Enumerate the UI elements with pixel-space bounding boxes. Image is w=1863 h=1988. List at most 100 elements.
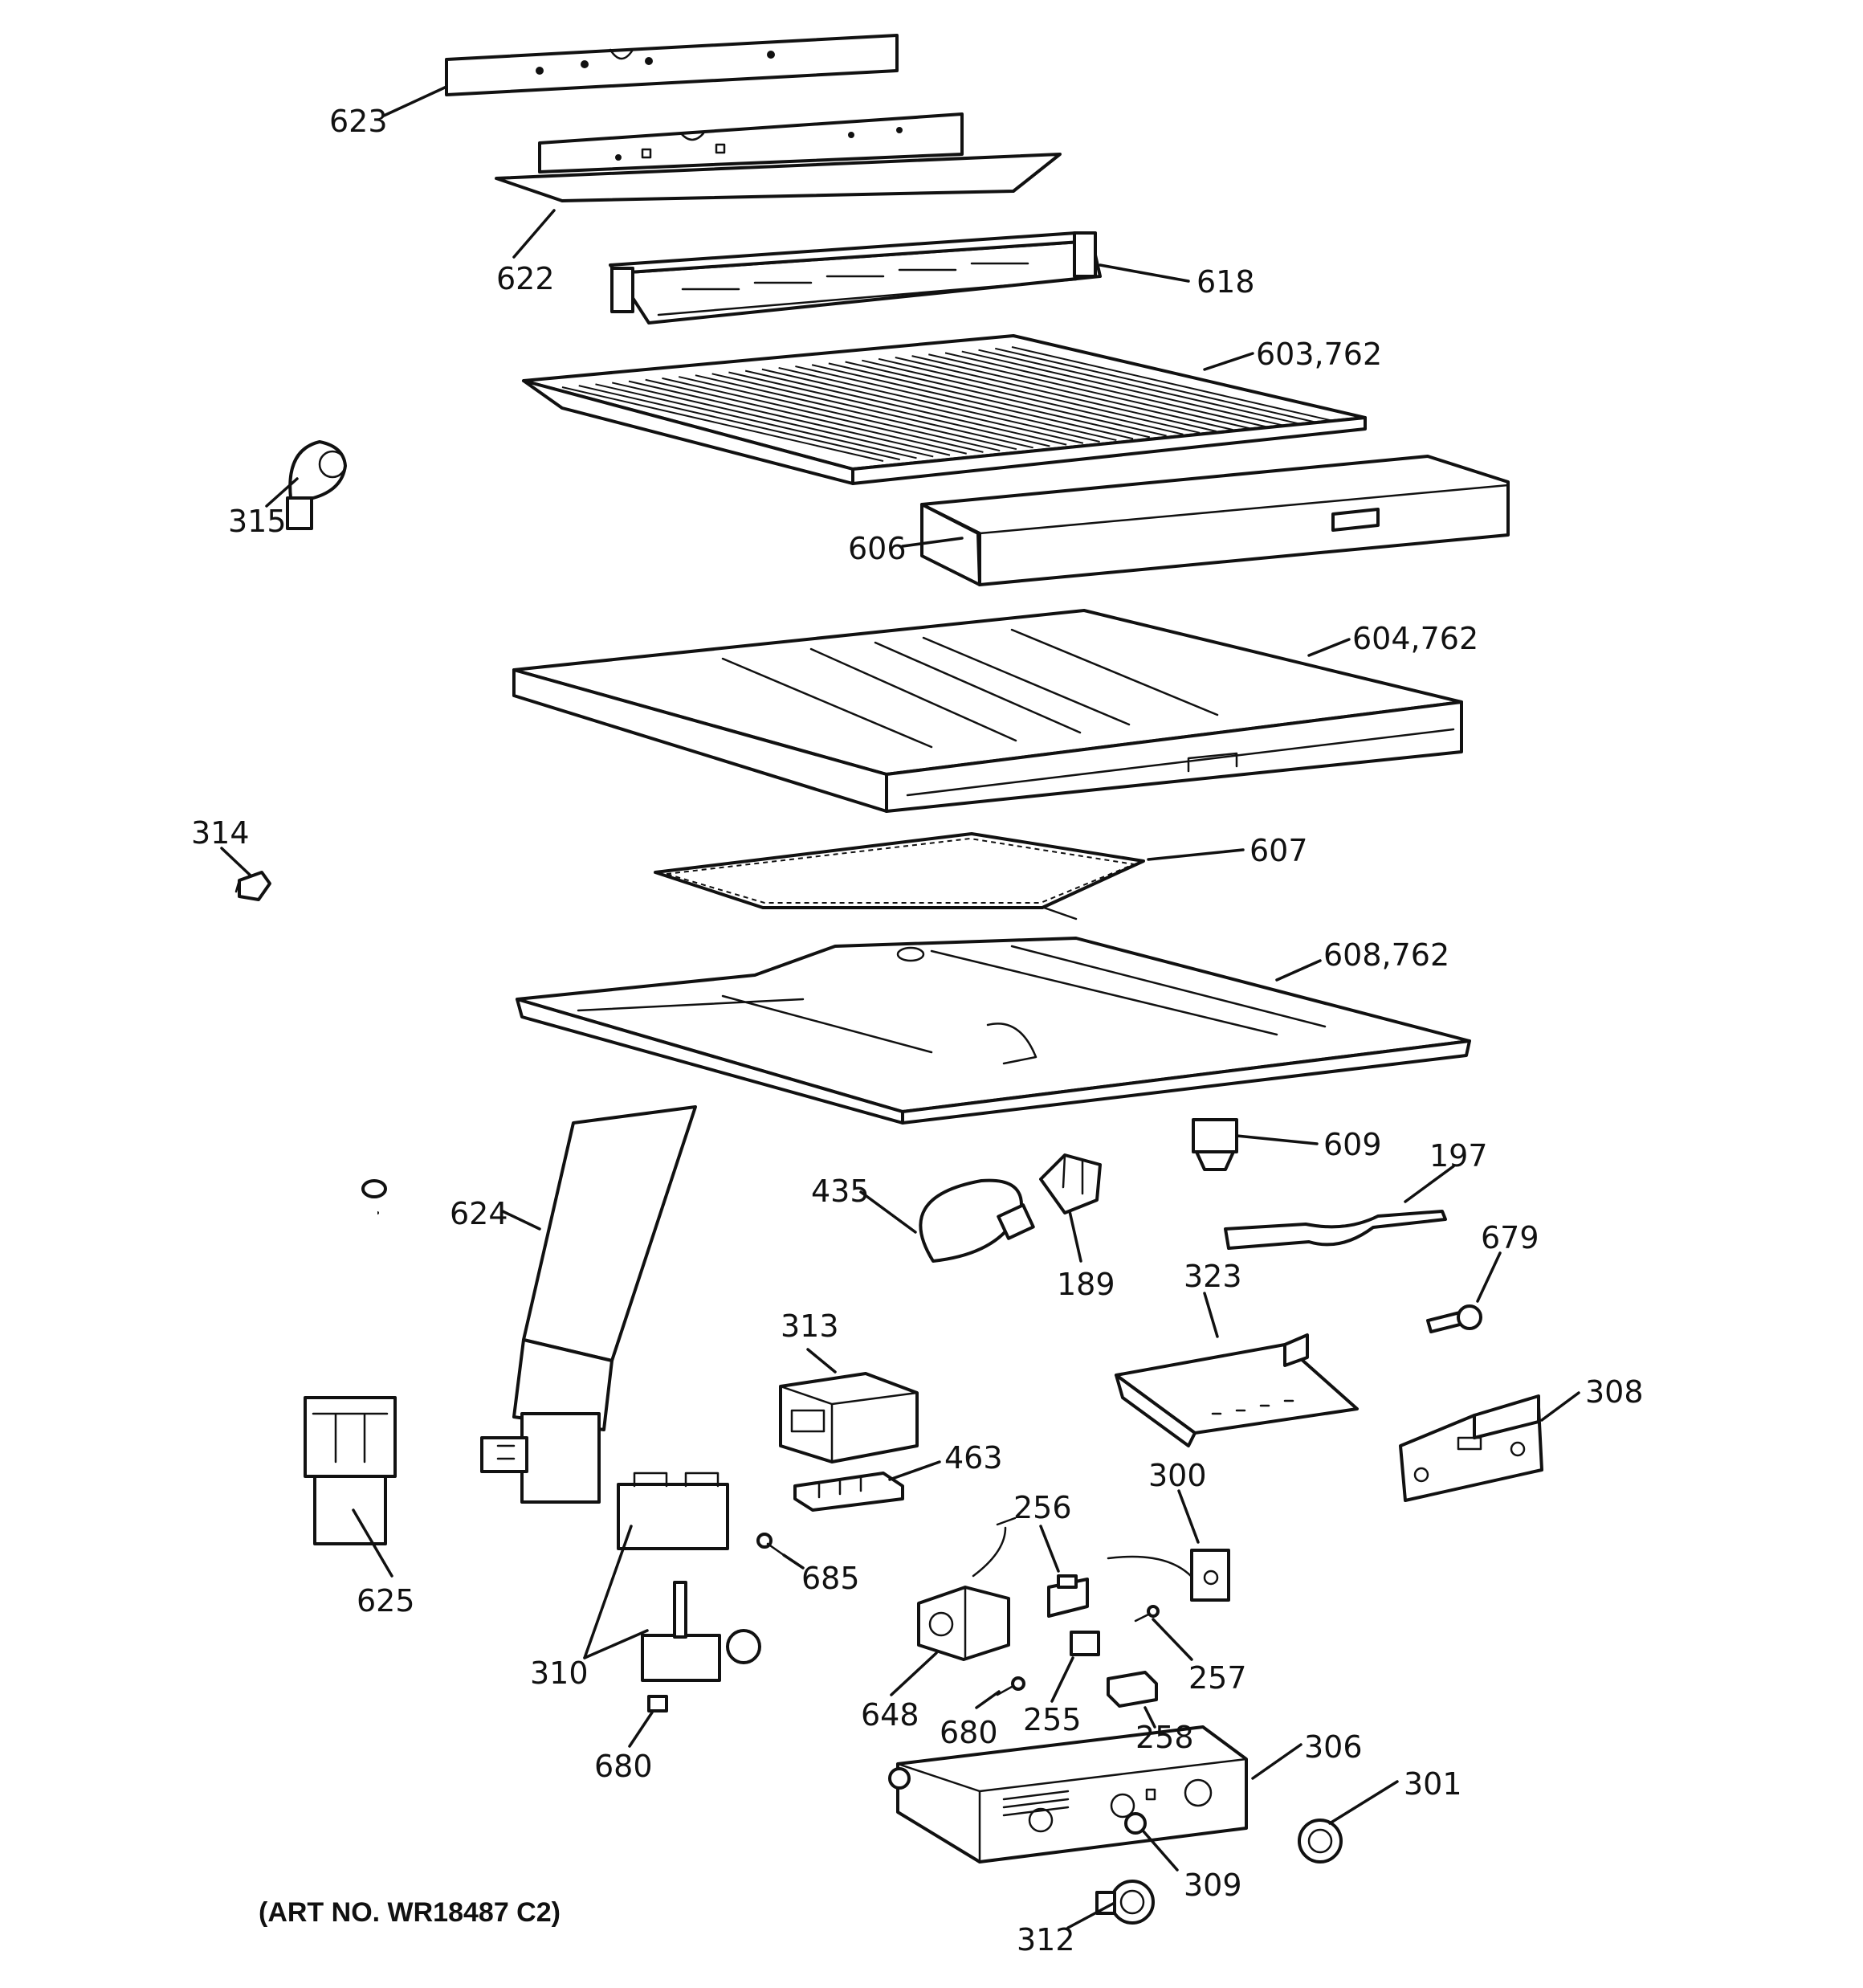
part-685-screw (756, 1533, 785, 1557)
part-300-sensor (1107, 1549, 1230, 1602)
callout-309: 309 (1184, 1868, 1242, 1903)
part-604-shelf-frame (512, 609, 1463, 813)
callout-680-a: 680 (940, 1715, 998, 1750)
callout-680-b: 680 (594, 1749, 653, 1784)
leader-624 (501, 1210, 541, 1231)
part-648-motor (917, 1517, 1017, 1661)
leader-300 (1177, 1489, 1200, 1544)
part-435-bulb (919, 1178, 1035, 1263)
leader-315 (265, 477, 299, 508)
leader-301 (1328, 1780, 1399, 1825)
shelf-rib (795, 365, 1117, 442)
shelf-rib (878, 357, 1201, 434)
part-312-knob (1095, 1880, 1155, 1925)
leader-308 (1540, 1391, 1580, 1422)
leader-618 (1099, 263, 1190, 283)
part-255-button (1070, 1631, 1100, 1656)
shelf-rib (778, 366, 1100, 443)
part-622-cover (495, 112, 1062, 202)
shelf-rib (928, 353, 1250, 430)
shelf-rib (995, 347, 1317, 423)
shelf-rib (1011, 346, 1334, 422)
callout-618: 618 (1196, 264, 1255, 300)
shelf-rib (862, 359, 1184, 435)
callout-189: 189 (1057, 1267, 1115, 1302)
part-609-switch (1192, 1118, 1238, 1171)
shelf-rib (728, 371, 1050, 447)
shelf-rib (978, 349, 1300, 425)
callout-463: 463 (944, 1440, 1003, 1476)
part-301-knob (1298, 1819, 1343, 1863)
part-463-grille (793, 1472, 904, 1512)
part-258-knob (1107, 1671, 1158, 1708)
shelf-rib (895, 356, 1217, 432)
part-256-switch (1047, 1574, 1089, 1618)
shelf-rib (961, 350, 1284, 427)
callout-648: 648 (861, 1697, 919, 1733)
leader-lines (220, 85, 1580, 1929)
leader-603 (1203, 352, 1254, 371)
part-323-housing (1115, 1333, 1359, 1447)
part-606-drawer-front (920, 455, 1510, 586)
leader-310b (583, 1629, 649, 1659)
callout-301: 301 (1404, 1766, 1462, 1802)
shelf-rib (828, 362, 1151, 439)
leader-685 (782, 1553, 805, 1570)
callout-315: 315 (228, 504, 287, 539)
leader-309 (1142, 1830, 1179, 1872)
callout-435: 435 (811, 1174, 870, 1209)
callout-257: 257 (1188, 1660, 1247, 1696)
callout-197: 197 (1429, 1138, 1488, 1174)
shelf-rib (595, 383, 917, 459)
shelf-rib (911, 355, 1233, 431)
part-607-heater-mesh (654, 832, 1145, 921)
shelf-rib (662, 377, 984, 453)
callout-622: 622 (496, 261, 555, 296)
part-313-block (779, 1372, 919, 1463)
callout-310: 310 (530, 1655, 589, 1691)
leader-255 (1050, 1656, 1074, 1703)
leader-257 (1152, 1618, 1193, 1661)
leader-606 (901, 537, 964, 548)
shelf-rib (611, 382, 934, 458)
part-625-bucket (304, 1396, 397, 1545)
leader-435 (859, 1190, 917, 1234)
part-306-console (888, 1725, 1248, 1863)
leader-313 (806, 1348, 837, 1374)
shelf-rib (628, 380, 951, 456)
shelf-rib (578, 385, 900, 461)
callout-609: 609 (1323, 1127, 1382, 1162)
leader-256 (1039, 1525, 1060, 1573)
callout-604-762: 604,762 (1352, 621, 1478, 656)
leader-314 (220, 847, 252, 877)
callout-685: 685 (801, 1561, 860, 1596)
part-189-socket (1039, 1153, 1102, 1214)
part-308-bracket (1399, 1394, 1543, 1502)
callout-256: 256 (1013, 1490, 1072, 1525)
leader-310a (583, 1525, 633, 1659)
leader-625 (352, 1508, 393, 1578)
part-608-pan (516, 937, 1471, 1125)
part-680-screw-a (996, 1676, 1025, 1696)
leader-312 (1066, 1902, 1115, 1929)
leader-463 (888, 1460, 941, 1481)
shelf-rib (811, 364, 1134, 440)
callout-300: 300 (1148, 1458, 1207, 1493)
leader-189 (1068, 1210, 1082, 1263)
shelf-rib (845, 361, 1167, 437)
callout-625: 625 (357, 1583, 415, 1619)
callout-624: 624 (450, 1196, 508, 1231)
part-310-control (617, 1472, 761, 1682)
callout-623: 623 (329, 104, 388, 139)
callout-306: 306 (1304, 1729, 1363, 1765)
part-197-strap (1224, 1210, 1447, 1250)
art-number: (ART NO. WR18487 C2) (259, 1897, 561, 1928)
shelf-rib (744, 369, 1067, 446)
shelf-rib (645, 378, 967, 455)
shelf-rib (561, 386, 884, 462)
callout-606: 606 (848, 531, 907, 566)
callout-255: 255 (1023, 1702, 1082, 1737)
leader-607 (1147, 848, 1245, 861)
leader-623 (382, 85, 448, 117)
shelf-rib (695, 374, 1017, 451)
